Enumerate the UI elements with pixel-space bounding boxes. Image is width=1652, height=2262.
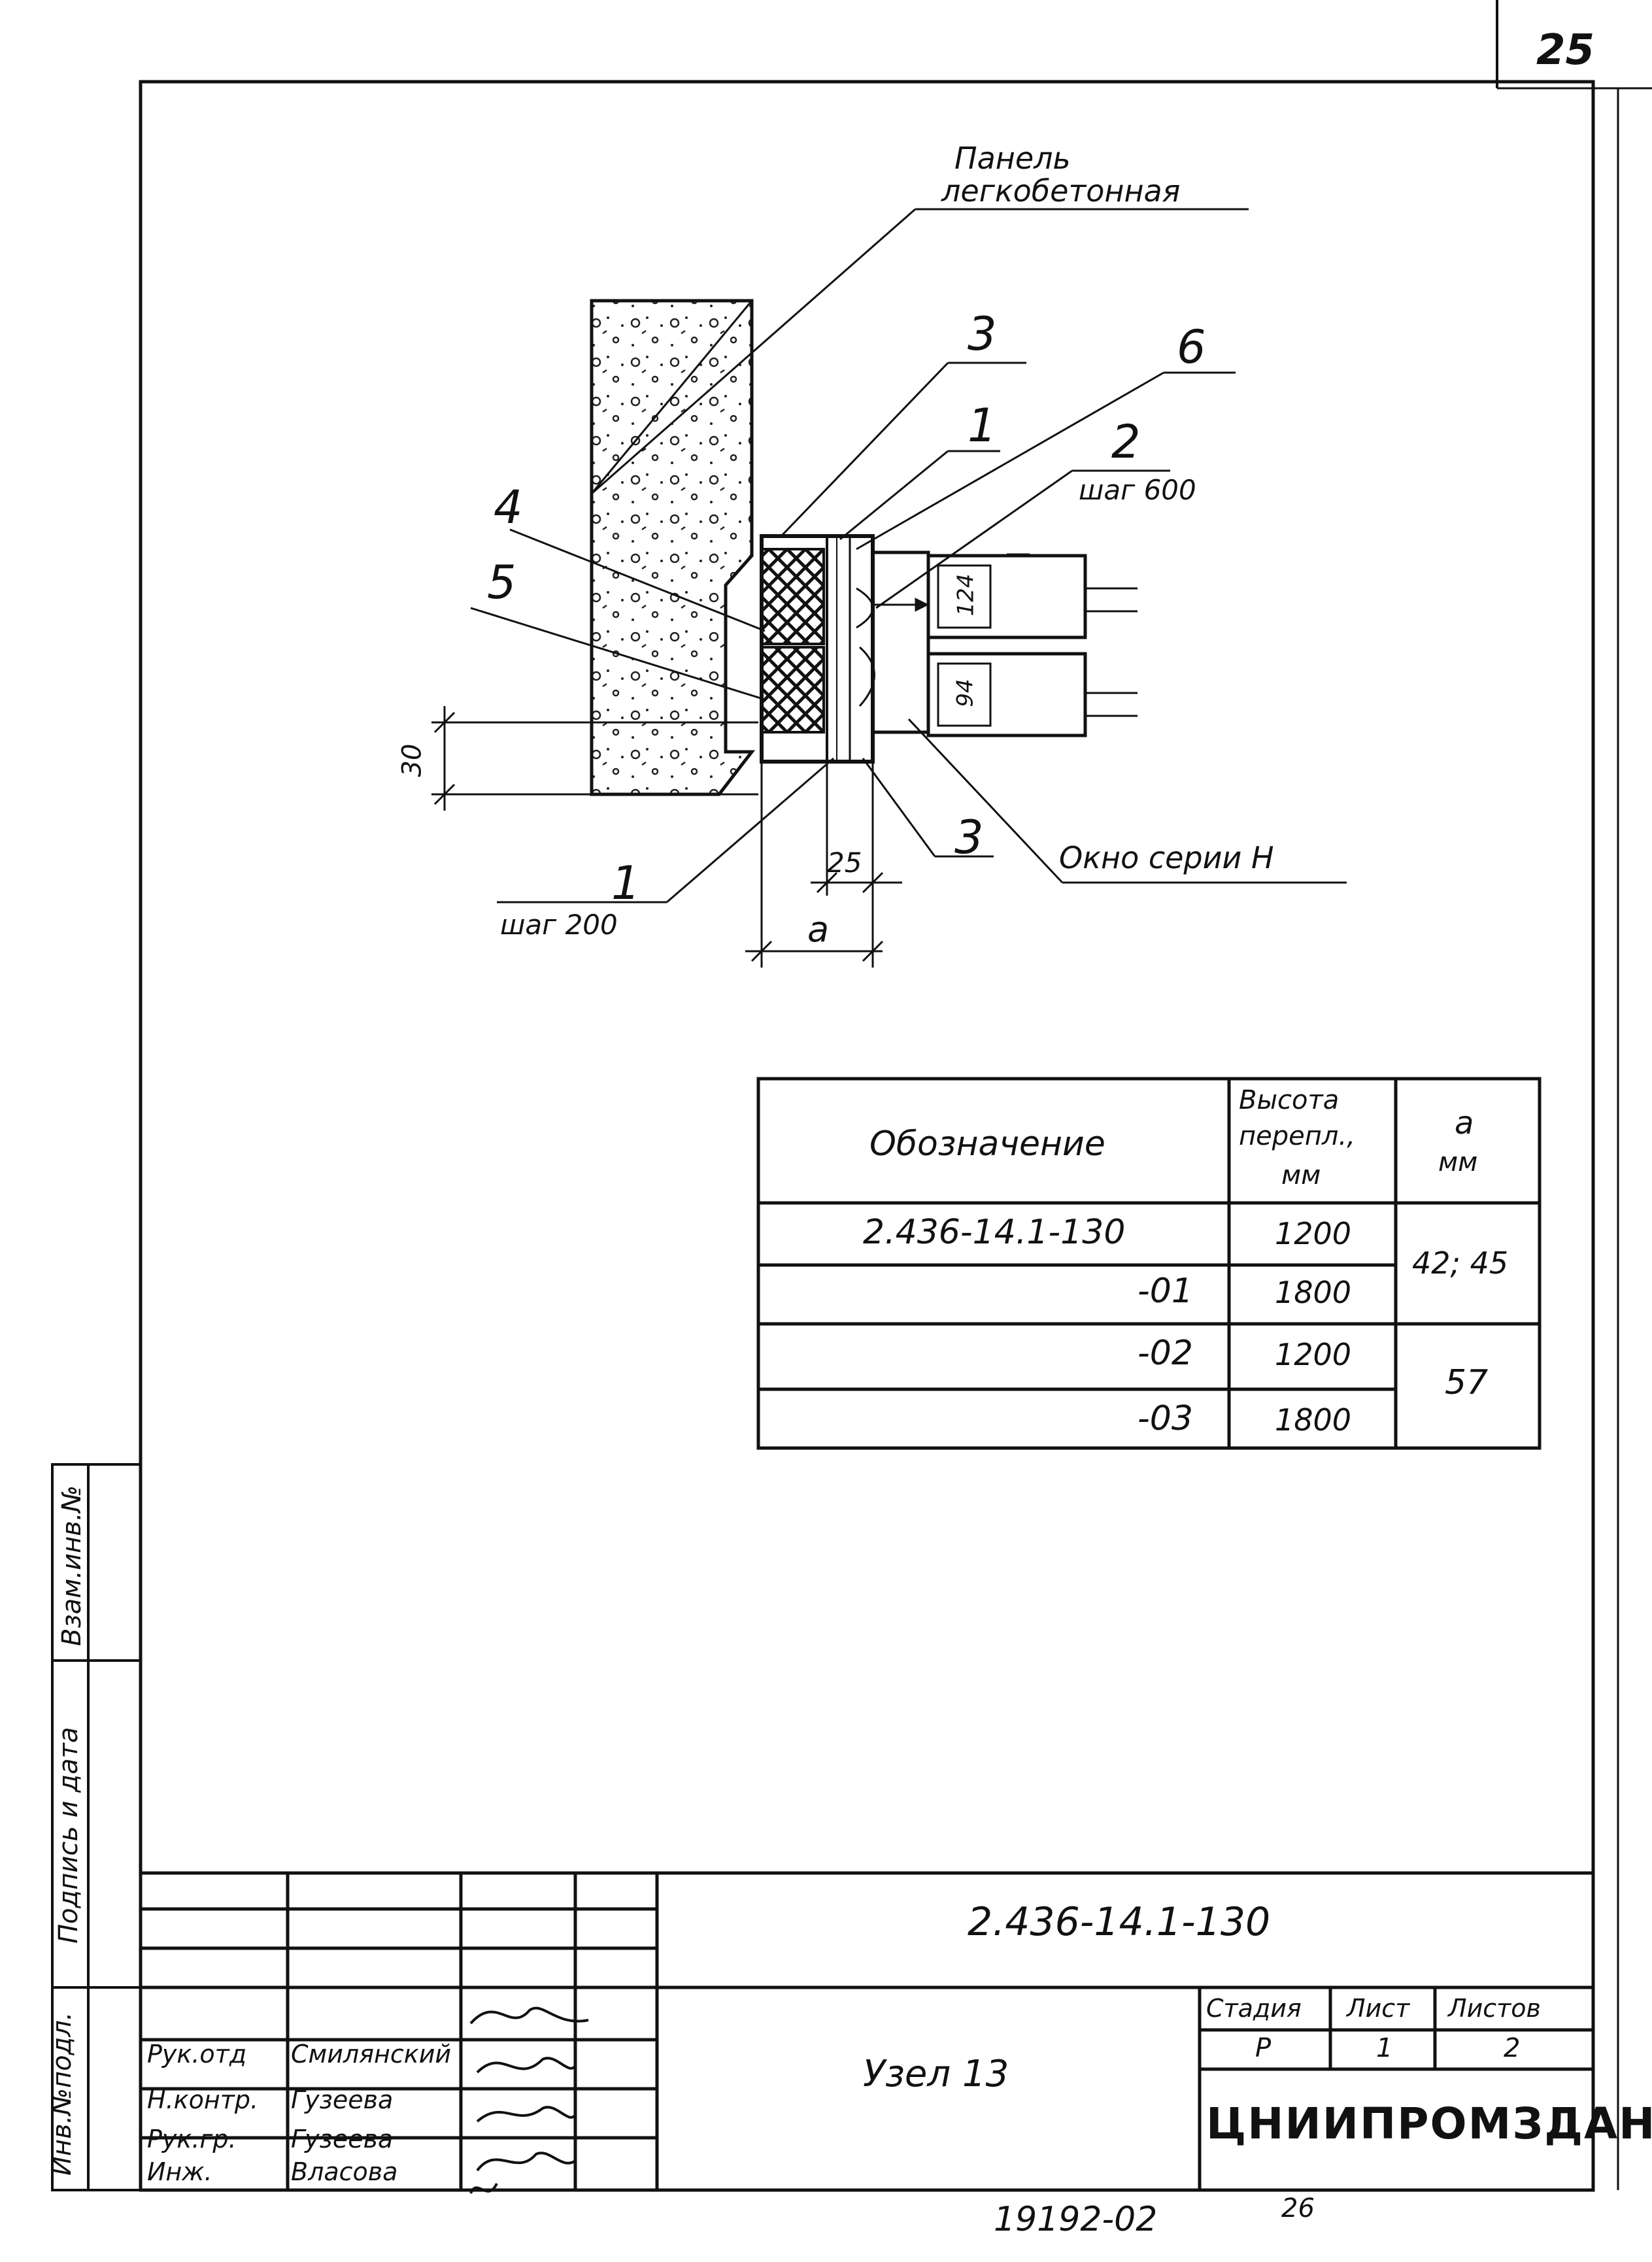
leader-lines [470,208,1347,903]
title-block-code: 2.436-14.1-130 [968,1899,1271,1945]
page-frame [139,0,1652,2192]
sheet-header: Лист [1347,1994,1410,2023]
spec-header-a-1: a [1455,1105,1474,1141]
spec-table-grid [756,1077,1542,1450]
stage-header: Стадия [1206,1994,1302,2023]
side-stamp [51,1463,142,2191]
dimension-30: 30 [397,743,428,777]
spec-a-value-1: 42; 45 [1412,1245,1509,1281]
side-stamp-inv-zam: Взам.инв.№ [57,1485,87,1646]
name-4: Власова [291,2157,398,2186]
callout-2-step: шаг 600 [1079,474,1196,506]
spec-row-2-height: 1800 [1275,1275,1352,1310]
spec-row-3-designation: -02 [1138,1334,1193,1373]
sheets-value: 2 [1504,2033,1521,2063]
callout-1-bottom-step: шаг 200 [500,909,618,941]
callout-2: 2 [1111,415,1141,469]
callout-4: 4 [494,481,523,534]
name-1: Смилянский [291,2040,452,2068]
spec-a-value-2: 57 [1445,1363,1489,1402]
callout-3-bottom: 3 [954,811,984,864]
spec-row-3-height: 1200 [1275,1337,1352,1372]
signatures [469,2006,589,2194]
spec-row-1-designation: 2.436-14.1-130 [863,1213,1126,1252]
panel-label-line1: Панель [954,141,1071,176]
callout-6: 6 [1177,320,1206,374]
sheet-value: 1 [1376,2033,1393,2063]
spec-header-height-1: Высота [1239,1085,1340,1115]
archive-number: 19192-02 [994,2200,1158,2239]
dimension-a: a [807,909,830,950]
spec-header-designation: Обозначение [869,1124,1105,1164]
window-frame-block [760,534,1138,764]
panel-label-line2: легкобетонная [941,173,1181,209]
sheet-number: 25 [1536,26,1595,75]
window-label: Окно серии Н [1059,840,1274,875]
dimension-25: 25 [827,847,862,879]
page-number: 26 [1281,2193,1315,2223]
spec-header-a-2: мм [1438,1147,1478,1177]
spec-header-height-3: мм [1281,1160,1321,1190]
side-stamp-inv-orig: Инв.№подл. [47,2012,77,2176]
stage-value: Р [1255,2033,1272,2063]
callout-5: 5 [487,556,516,609]
callout-1-top: 1 [968,399,997,452]
spec-row-1-height: 1200 [1275,1216,1352,1251]
dimension-94: 94 [952,679,979,707]
dimension-lines [431,553,1030,968]
role-4: Инж. [147,2157,212,2186]
callout-3-top: 3 [968,307,997,361]
role-2: Н.контр. [147,2085,259,2114]
callout-1-bottom: 1 [611,856,641,910]
spec-row-4-height: 1800 [1275,1402,1352,1438]
role-1: Рук.отд [147,2040,247,2068]
title-block-title: Узел 13 [863,2053,1009,2095]
side-stamp-sign-date: Подпись и дата [54,1727,84,1944]
name-2: Гузеева [291,2085,394,2114]
organization-name: ЦНИИПРОМЗДАНИЙ [1206,2099,1652,2149]
spec-row-4-designation: -03 [1138,1399,1193,1438]
spec-row-2-designation: -01 [1138,1272,1193,1311]
spec-header-height-2: перепл., [1239,1121,1355,1151]
sheets-header: Листов [1448,1994,1541,2023]
role-3: Рук.гр. [147,2125,237,2153]
name-3: Гузеева [291,2125,394,2153]
title-block-grid [141,1871,1593,2190]
dimension-124: 124 [952,573,979,616]
